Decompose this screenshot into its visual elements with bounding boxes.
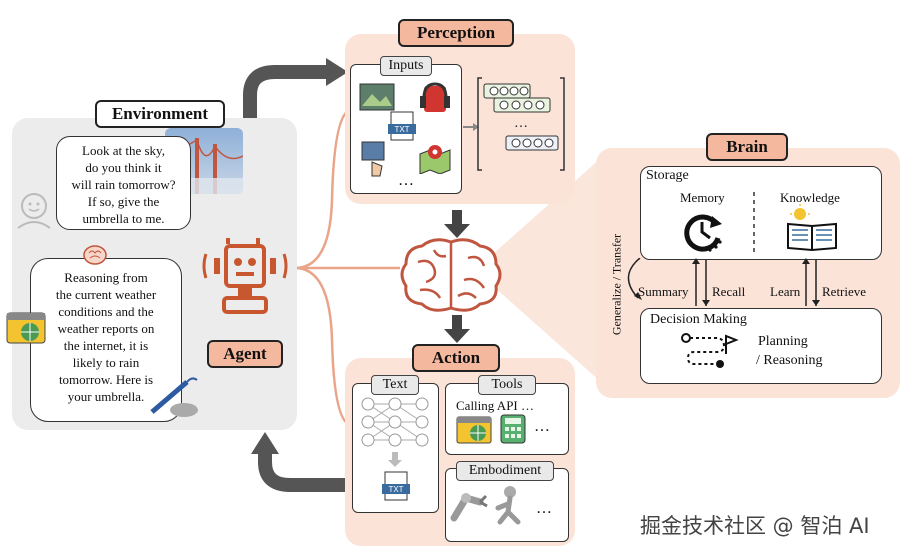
- memory-icon: [684, 214, 722, 252]
- human-face-icon: [17, 193, 51, 229]
- decision-making-label: Decision Making: [650, 312, 747, 327]
- human-line-1: Look at the sky,: [82, 143, 165, 158]
- agent-line-8: your umbrella.: [67, 389, 145, 404]
- agent-line-3: conditions and the: [58, 304, 154, 319]
- storage-decision-arrows: [627, 258, 820, 306]
- central-brain-icon: [400, 238, 502, 312]
- embodiment-ellipsis: …: [536, 500, 552, 517]
- calling-api-text: Calling API …: [456, 398, 535, 413]
- small-brain-icon: [83, 245, 107, 265]
- tools-label: Tools: [478, 375, 536, 395]
- agent-line-5: the internet, it is: [63, 338, 149, 353]
- storage-box: [640, 166, 882, 260]
- robot-agent-icon: [202, 238, 288, 314]
- human-line-5: umbrella to me.: [82, 211, 165, 226]
- agent-line-4: weather reports on: [57, 321, 155, 336]
- map-location-icon: [419, 145, 451, 174]
- vector-ellipsis: …: [514, 116, 528, 131]
- agent-line-6: likely to rain: [72, 355, 140, 370]
- retrieve-label: Retrieve: [822, 284, 867, 299]
- web-browser-icon: [6, 312, 46, 344]
- summary-label: Summary: [638, 284, 689, 299]
- tools-ellipsis: …: [534, 418, 550, 435]
- txt-output-label: TXT: [388, 485, 403, 494]
- umbrella-icon: [150, 377, 198, 417]
- perception-title: Perception: [398, 19, 514, 47]
- dashed-divider: [753, 192, 755, 254]
- generalize-transfer-label: Generalize / Transfer: [609, 233, 624, 336]
- text-output-arrow: [388, 452, 402, 467]
- human-speech-bubble: Look at the sky, do you think it will ra…: [56, 136, 191, 230]
- inputs-label: Inputs: [380, 56, 432, 76]
- text-input-icon: TXT: [388, 111, 416, 141]
- agent-speech-bubble: Reasoning from the current weather condi…: [30, 258, 182, 422]
- calculator-tool-icon: [500, 414, 526, 444]
- brain-title: Brain: [706, 133, 788, 161]
- agent-line-1: Reasoning from: [64, 270, 148, 285]
- environment-title: Environment: [95, 100, 225, 128]
- knowledge-label: Knowledge: [780, 190, 840, 205]
- human-line-4: If so, give the: [87, 194, 160, 209]
- web-tool-icon: [456, 416, 492, 444]
- txt-output-icon: TXT: [382, 471, 410, 501]
- planning-label: Planning: [758, 334, 808, 349]
- embodiment-label: Embodiment: [456, 461, 554, 481]
- encode-arrow: [463, 123, 479, 131]
- recall-label: Recall: [712, 284, 746, 299]
- watermark-text: 掘金技术社区 @ 智泊 AI: [640, 514, 870, 538]
- storage-label: Storage: [646, 168, 689, 183]
- robot-arm-icon: [450, 493, 488, 522]
- image-input-icon: [359, 83, 395, 111]
- text-action-label: Text: [371, 375, 419, 395]
- agent-line-7: tomorrow. Here is: [58, 372, 154, 387]
- learn-label: Learn: [770, 284, 801, 299]
- human-line-3: will rain tomorrow?: [71, 177, 176, 192]
- human-line-2: do you think it: [85, 160, 162, 175]
- reasoning-label: / Reasoning: [756, 353, 823, 368]
- agent-line-2: the current weather: [55, 287, 157, 302]
- neural-network-icon: [361, 397, 429, 447]
- text-input-txt: TXT: [394, 125, 409, 134]
- audio-input-icon: [420, 82, 450, 112]
- robot-body-icon: [495, 486, 521, 525]
- planning-flow-icon: [681, 333, 739, 368]
- inputs-ellipsis: …: [398, 172, 414, 189]
- decision-making-box: [640, 308, 882, 384]
- embedding-vectors: [477, 77, 565, 171]
- memory-label: Memory: [680, 190, 725, 205]
- action-title: Action: [412, 344, 500, 372]
- knowledge-book-icon: [787, 204, 837, 252]
- touch-input-icon: [361, 141, 385, 177]
- agent-label: Agent: [207, 340, 283, 368]
